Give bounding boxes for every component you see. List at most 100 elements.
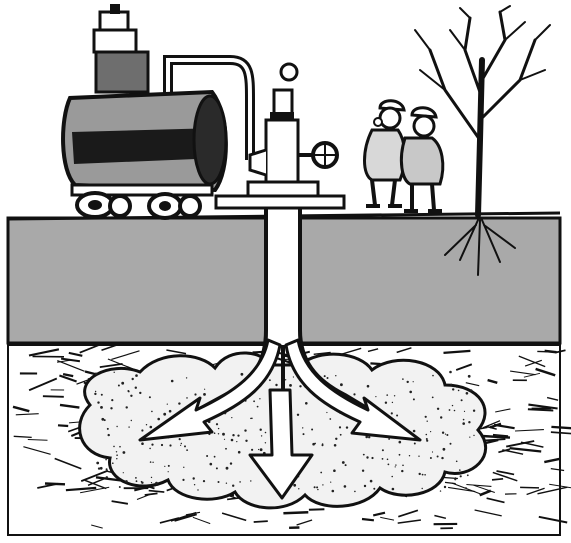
sand-dot xyxy=(136,480,138,482)
sand-dot xyxy=(260,448,263,451)
rock-hatch xyxy=(528,409,553,410)
sand-dot xyxy=(468,421,470,423)
sand-dot xyxy=(373,488,375,490)
sand-dot xyxy=(463,419,465,421)
valve-wheel xyxy=(313,143,337,167)
sand-dot xyxy=(94,393,96,395)
sand-dot xyxy=(399,441,402,444)
sand-dot xyxy=(422,474,424,476)
sand-dot xyxy=(425,416,427,418)
sand-dot xyxy=(237,435,239,437)
sand-dot xyxy=(203,393,206,396)
sand-dot xyxy=(141,429,143,431)
sand-dot xyxy=(230,462,232,464)
sand-dot xyxy=(446,434,448,436)
rock-hatch xyxy=(58,425,68,426)
sand-dot xyxy=(178,402,180,404)
sand-dot xyxy=(135,387,137,389)
sand-dot xyxy=(128,426,129,427)
sand-dot xyxy=(386,394,388,396)
sand-dot xyxy=(450,384,452,386)
sand-dot xyxy=(470,389,472,391)
sand-dot xyxy=(139,392,141,394)
sand-dot xyxy=(322,444,324,446)
sand-dot xyxy=(444,486,446,488)
sand-dot xyxy=(402,465,404,467)
rock-hatch xyxy=(28,440,48,441)
sand-dot xyxy=(320,472,322,474)
rock-hatch xyxy=(492,479,503,480)
sand-dot xyxy=(340,434,342,436)
sand-dot xyxy=(466,392,469,395)
sand-dot xyxy=(151,477,152,478)
sand-dot xyxy=(432,375,434,377)
sand-dot xyxy=(167,404,168,405)
rock-hatch xyxy=(254,521,268,522)
sand-dot xyxy=(402,378,404,380)
sand-dot xyxy=(155,482,158,485)
sand-dot xyxy=(113,446,115,448)
sand-dot xyxy=(432,397,434,399)
sand-dot xyxy=(424,474,426,476)
sand-dot xyxy=(150,461,152,463)
sand-dot xyxy=(450,443,452,445)
sand-dot xyxy=(216,467,218,469)
sand-dot xyxy=(116,454,118,456)
sand-dot xyxy=(169,410,172,413)
sand-dot xyxy=(222,433,225,436)
sand-dot xyxy=(250,480,251,481)
tank-truck xyxy=(63,4,226,218)
sand-dot xyxy=(179,438,181,440)
sand-dot xyxy=(419,473,421,475)
sand-dot xyxy=(426,434,428,436)
sand-dot xyxy=(443,448,446,451)
sand-dot xyxy=(151,482,152,483)
sand-dot xyxy=(407,381,409,383)
sand-dot xyxy=(335,375,336,376)
sand-dot xyxy=(204,389,205,390)
sand-dot xyxy=(275,384,277,386)
sand-dot xyxy=(132,378,134,380)
sand-dot xyxy=(297,414,299,416)
rock-hatch xyxy=(482,436,510,438)
sand-dot xyxy=(289,384,292,387)
sand-dot xyxy=(216,423,218,425)
sand-dot xyxy=(183,467,184,468)
sand-dot xyxy=(458,390,460,392)
rock-hatch xyxy=(520,487,539,488)
sand-dot xyxy=(214,456,216,458)
sand-dot xyxy=(426,440,428,442)
sand-dot xyxy=(116,426,117,427)
sand-dot xyxy=(340,383,343,386)
sand-dot xyxy=(392,402,393,403)
sand-dot xyxy=(413,381,414,382)
sand-dot xyxy=(151,411,153,413)
sand-dot xyxy=(253,400,255,402)
sand-dot xyxy=(353,393,355,395)
wellhead xyxy=(216,64,344,208)
sand-dot xyxy=(111,399,113,401)
sand-dot xyxy=(150,426,153,429)
sand-dot xyxy=(180,445,181,446)
sand-dot xyxy=(316,486,318,488)
sand-dot xyxy=(452,388,454,390)
sand-dot xyxy=(226,467,229,470)
rock-hatch xyxy=(309,509,325,510)
wheels xyxy=(77,193,200,218)
sand-dot xyxy=(342,461,345,464)
sand-dot xyxy=(437,456,439,458)
sand-dot xyxy=(464,411,465,412)
sand-dot xyxy=(422,488,423,489)
sand-dot xyxy=(119,486,121,488)
sand-dot xyxy=(186,397,188,399)
sand-dot xyxy=(241,373,244,376)
sand-dot xyxy=(197,489,198,490)
sand-dot xyxy=(293,484,296,487)
sand-dot xyxy=(161,444,163,446)
rock-hatch xyxy=(43,396,64,397)
sand-dot xyxy=(218,481,220,483)
sand-dot xyxy=(239,481,241,483)
sand-dot xyxy=(387,459,389,461)
sand-dot xyxy=(168,465,170,467)
